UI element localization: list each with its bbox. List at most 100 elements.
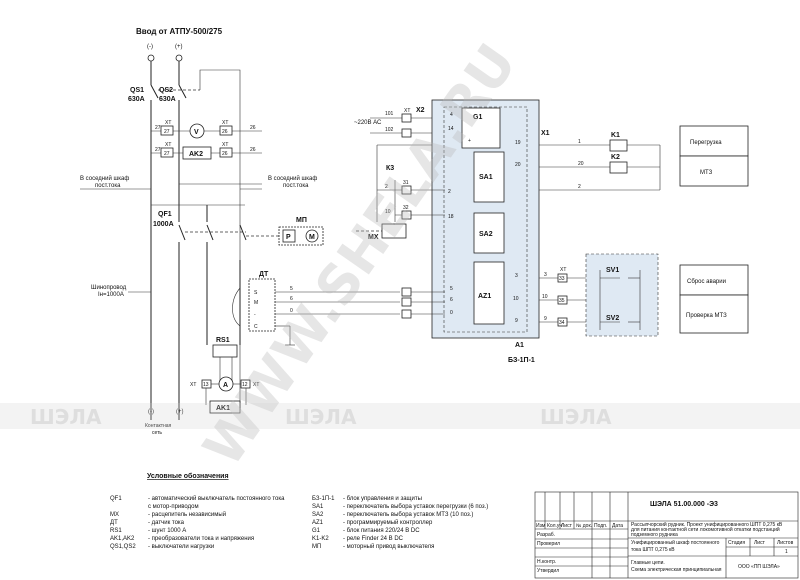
qf1-breaker bbox=[151, 204, 247, 420]
ac220-label: ~220В АС bbox=[354, 120, 382, 126]
x1-19: 19 bbox=[515, 140, 521, 146]
dt-x-6: 6 bbox=[450, 297, 453, 303]
legend-left-text-4-0: - преобразователи тока и напряжения bbox=[148, 536, 254, 542]
k2-label: K2 bbox=[611, 154, 620, 161]
title-block bbox=[534, 491, 799, 579]
busbar-label-1: Шинопровод bbox=[91, 285, 127, 291]
ak2-row bbox=[151, 146, 262, 160]
xt-mid-t2: 27 bbox=[164, 151, 170, 157]
sv2-label: SV2 bbox=[606, 315, 619, 322]
reset-box bbox=[679, 264, 749, 296]
legend-right-code-4: G1 bbox=[312, 528, 321, 534]
x2-102: 102 bbox=[385, 127, 394, 133]
ak1-label: AK1 bbox=[216, 405, 230, 412]
legend-right-code-2: SA2 bbox=[312, 512, 324, 518]
k3-pin-2b: 2 bbox=[448, 189, 451, 195]
dt-wire-5: 5 bbox=[290, 286, 293, 292]
legend-right-text-2-0: - переключатель выбора уставок МТЗ (10 п… bbox=[343, 512, 473, 518]
subject-2: тока ШПТ 0,275 кВ bbox=[631, 547, 675, 553]
out-plus: (+) bbox=[176, 409, 184, 415]
check-mtz-box bbox=[679, 294, 749, 334]
check-mtz-label: Проверка МТЗ bbox=[686, 313, 727, 319]
az1-label: AZ1 bbox=[478, 293, 491, 300]
sv-t-34: 34 bbox=[559, 320, 565, 326]
xt-top-right: XT bbox=[222, 120, 228, 126]
rs1-label: RS1 bbox=[216, 337, 230, 344]
mtz-label: МТЗ bbox=[700, 170, 713, 176]
k3-pin-2: 2 bbox=[385, 184, 388, 190]
legend-left-text-5-0: - выключатели нагрузки bbox=[148, 544, 214, 550]
legend-left-code-5: QS1,QS2 bbox=[110, 544, 136, 550]
sv-t-10: 10 bbox=[542, 294, 548, 300]
tb-row-0: Разраб. bbox=[537, 532, 555, 538]
x1-label: X1 bbox=[541, 130, 550, 137]
watermark-brand-1: ШЭЛА bbox=[30, 405, 102, 429]
k3-pin-18: 18 bbox=[448, 214, 454, 220]
x1-1: 1 bbox=[578, 139, 581, 145]
stage-label: Стадия bbox=[728, 540, 745, 546]
mp-label: МП bbox=[296, 217, 307, 224]
plus-terminal bbox=[175, 54, 183, 62]
dt-c: C bbox=[254, 324, 258, 330]
mx-label: MX bbox=[368, 234, 379, 241]
k3-pin-10: 10 bbox=[385, 209, 391, 215]
az1-module bbox=[473, 261, 505, 325]
legend-right-code-0: БЗ-1П-1 bbox=[312, 496, 335, 502]
xt-x2: XT bbox=[404, 108, 410, 114]
k1-label: K1 bbox=[611, 132, 620, 139]
tb-col-1: Кол.уч bbox=[547, 523, 562, 529]
ammeter-t13: 13 bbox=[203, 382, 209, 388]
project-3: подземного рудника bbox=[631, 532, 678, 538]
sv-xt-label: XT bbox=[560, 267, 566, 273]
legend-left-code-4: AK1,AK2 bbox=[110, 536, 135, 542]
legend-left-code-3: RS1 bbox=[110, 528, 122, 534]
g1-pin-4: 4 bbox=[450, 112, 453, 118]
g1-pin-plus: + bbox=[468, 138, 471, 144]
company: ООО «ПП ШЭЛА» bbox=[738, 564, 780, 570]
to-next-right-1: В соседний шкаф bbox=[268, 175, 317, 182]
project-1: Рассыпчорский рудник. Проект унифицирова… bbox=[631, 521, 783, 528]
doc-code: ШЭЛА 51.00.000 -Э3 bbox=[650, 501, 718, 508]
xt-mid-left: XT bbox=[165, 142, 171, 148]
sa1-label: SA1 bbox=[479, 174, 493, 181]
tb-col-5: Дата bbox=[612, 523, 623, 529]
minus-label: (-) bbox=[147, 44, 153, 50]
qf1-label: QF1 bbox=[158, 211, 172, 218]
g1-module bbox=[461, 107, 501, 149]
tb-col-3: № док. bbox=[576, 523, 592, 529]
adjacent-cabinet-links bbox=[80, 183, 262, 190]
qs2-rating: 630A bbox=[159, 96, 176, 103]
sheets-label: Листов bbox=[777, 540, 794, 546]
drawing-2: Схема электрическая принципиальная bbox=[631, 567, 722, 573]
legend-left: QF1 - автоматический выключатель постоянн… bbox=[110, 495, 285, 550]
mp-p: P bbox=[286, 234, 291, 241]
watermark: WWW.SHELA.RU ШЭЛА ШЭЛА ШЭЛА bbox=[0, 33, 800, 477]
legend-left-text-0-0: - автоматический выключатель постоянного… bbox=[148, 495, 285, 502]
sv-in-3: 3 bbox=[515, 273, 518, 279]
xt-mid-t4: 26 bbox=[250, 147, 256, 153]
sa2-module bbox=[473, 212, 505, 254]
b3-inner bbox=[443, 106, 528, 333]
tb-col-0: Изм bbox=[536, 523, 546, 529]
dt-terminals bbox=[401, 287, 445, 319]
tb-col-2: Лист bbox=[561, 523, 573, 529]
sv-t-3: 3 bbox=[544, 272, 547, 278]
contact-net-2: сеть bbox=[152, 430, 162, 436]
ammeter-t12: 12 bbox=[242, 382, 248, 388]
legend-right-text-3-0: - программируемый контроллер bbox=[343, 519, 433, 526]
dt-m: M bbox=[254, 300, 258, 306]
sv-in-9: 9 bbox=[515, 318, 518, 324]
legend-left-code-0: QF1 bbox=[110, 496, 122, 502]
legend-left-text-1-0: - расцепитель независимый bbox=[148, 511, 226, 518]
shunt-ammeter bbox=[201, 260, 251, 414]
x2-101: 101 bbox=[385, 111, 394, 117]
input-title: Ввод от АТПУ-500/275 bbox=[136, 27, 223, 36]
sv1-label: SV1 bbox=[606, 267, 619, 274]
sa2-label: SA2 bbox=[479, 231, 493, 238]
legend-left-text-0-1: с мотор-приводом bbox=[148, 504, 199, 510]
x1-20b: 20 bbox=[578, 161, 584, 167]
voltmeter-row bbox=[151, 123, 262, 139]
